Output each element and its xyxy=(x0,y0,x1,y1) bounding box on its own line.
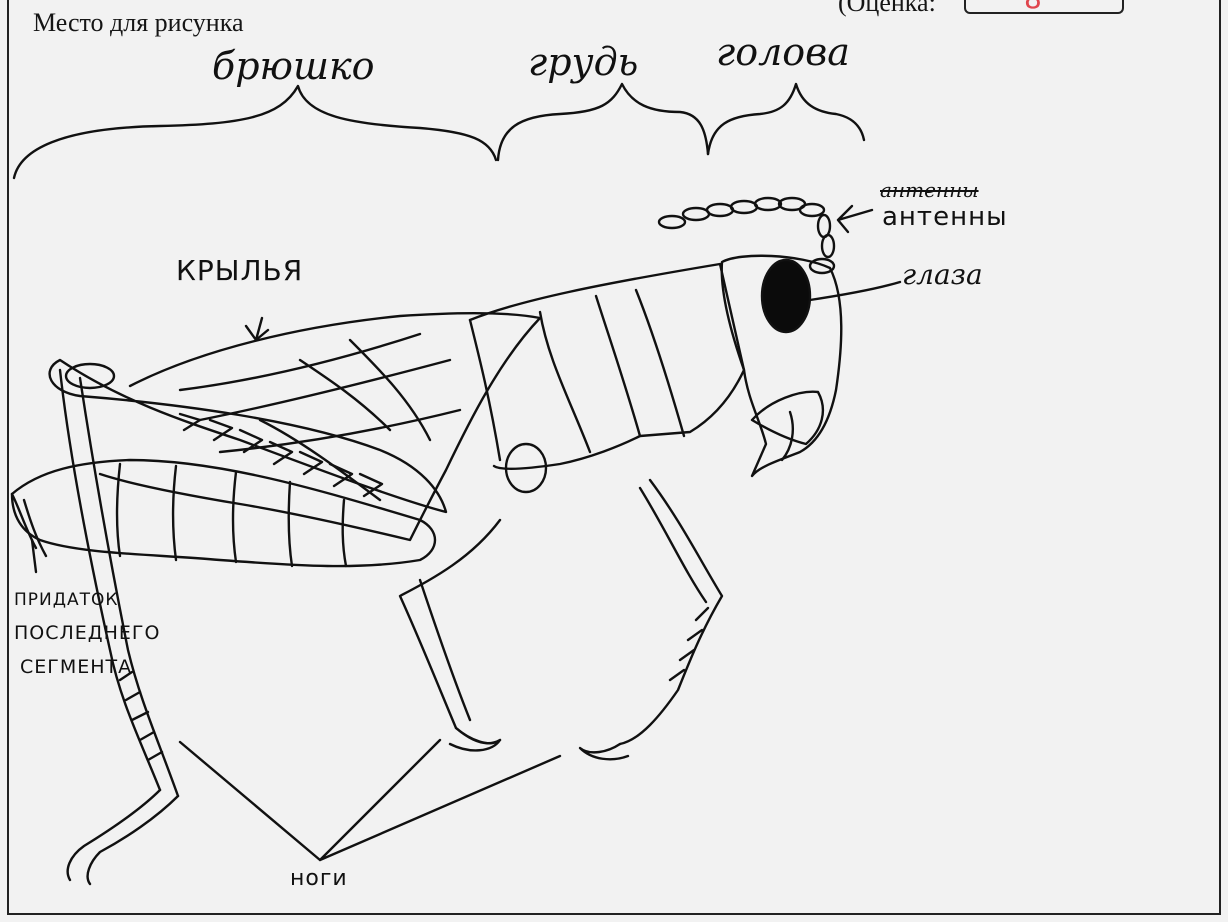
wings-pointer xyxy=(246,318,268,340)
knee xyxy=(66,364,114,388)
antennae-pointer xyxy=(838,206,872,232)
abdomen-segments xyxy=(117,464,346,566)
label-abdomen: брюшко xyxy=(212,44,375,88)
abdomen-brace xyxy=(14,86,496,178)
middle-leg xyxy=(400,520,500,743)
label-appendage-line2: ПОСЛЕДНЕГО xyxy=(14,622,160,644)
legs-pointers xyxy=(180,740,560,860)
label-thorax: грудь xyxy=(528,40,638,84)
hind-tibia xyxy=(60,370,178,796)
label-legs: ноги xyxy=(290,866,348,891)
label-antennae-crossed: антенны xyxy=(880,178,979,202)
thorax-outline xyxy=(470,264,744,469)
compound-eye xyxy=(762,260,810,332)
hind-tarsus xyxy=(68,790,178,884)
head-brace xyxy=(708,84,864,154)
front-leg xyxy=(620,480,722,744)
thorax-brace xyxy=(498,84,708,160)
front-tarsus xyxy=(580,744,628,759)
label-antennae: антенны xyxy=(882,202,1008,232)
label-appendage-line3: СЕГМЕНТА xyxy=(20,656,132,678)
eye-pointer xyxy=(810,282,900,300)
thorax-side xyxy=(470,320,500,460)
wing-veins xyxy=(180,334,460,500)
label-appendage-line1: ПРИДАТОК xyxy=(14,590,119,610)
label-wings: КРЫЛЬЯ xyxy=(176,254,303,287)
ovipositor xyxy=(12,494,46,556)
label-eyes: глаза xyxy=(902,258,983,291)
middle-tarsus xyxy=(450,728,500,750)
label-head: голова xyxy=(716,30,850,74)
wing-outline xyxy=(100,313,540,540)
thorax-segments xyxy=(540,290,684,452)
front-tibia-spines xyxy=(670,608,708,680)
